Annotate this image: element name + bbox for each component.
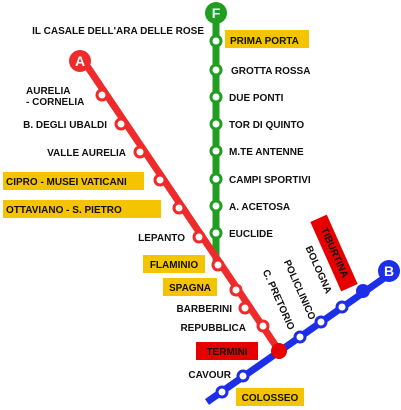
- station-pretorio-marker[interactable]: [293, 330, 307, 344]
- line-a-badge-label: A: [75, 53, 85, 69]
- station-mte-antenne-marker[interactable]: [209, 144, 223, 158]
- station-cavour-label[interactable]: CAVOUR: [188, 370, 231, 381]
- station-spagna-label[interactable]: SPAGNA: [169, 283, 211, 294]
- station-termini-marker[interactable]: [271, 343, 287, 359]
- highlight-ottaviano: [3, 200, 161, 218]
- station-repubblica-marker[interactable]: [256, 319, 270, 333]
- line-f-badge-label: F: [212, 5, 221, 21]
- highlight-cipro: [3, 172, 144, 190]
- station-ottaviano-label[interactable]: OTTAVIANO - S. PIETRO: [6, 205, 122, 216]
- station-tor-di-quinto-marker[interactable]: [209, 117, 223, 131]
- highlight-tiburtina: [310, 214, 358, 292]
- station-valle-aurelia-marker[interactable]: [133, 145, 147, 159]
- station-cipro-label[interactable]: CIPRO - MUSEI VATICANI: [6, 177, 127, 188]
- station-due-ponti-label[interactable]: DUE PONTI: [229, 93, 284, 104]
- station-tor-di-quinto-label[interactable]: TOR DI QUINTO: [229, 120, 304, 131]
- station-euclide-marker[interactable]: [209, 226, 223, 240]
- station-spagna-marker[interactable]: [229, 283, 243, 297]
- highlight-spagna: [163, 278, 217, 296]
- station-barberini-marker[interactable]: [238, 301, 252, 315]
- station-ubaldi-marker[interactable]: [114, 117, 128, 131]
- station-mte-antenne-label[interactable]: M.TE ANTENNE: [229, 147, 304, 158]
- station-aurelia-marker[interactable]: [95, 88, 109, 102]
- highlight-colosseo: [236, 388, 304, 406]
- station-due-ponti-marker[interactable]: [209, 90, 223, 104]
- station-campi-sportivi-label[interactable]: CAMPI SPORTIVI: [229, 175, 311, 186]
- station-acetosa-marker[interactable]: [209, 199, 223, 213]
- line-b-badge[interactable]: B: [378, 260, 400, 282]
- station-valle-aurelia-label[interactable]: VALLE AURELIA: [47, 148, 126, 159]
- station-lepanto-marker[interactable]: [192, 230, 206, 244]
- line-f-badge[interactable]: F: [205, 2, 227, 24]
- station-prima-porta-label[interactable]: PRIMA PORTA: [230, 36, 299, 47]
- station-prima-porta-marker[interactable]: [209, 34, 223, 48]
- highlight-termini: [196, 342, 258, 360]
- station-tiburtina-marker[interactable]: [356, 284, 370, 298]
- station-acetosa-label[interactable]: A. ACETOSA: [229, 202, 290, 213]
- station-barberini-label[interactable]: BARBERINI: [176, 304, 232, 315]
- station-cavour-marker[interactable]: [236, 369, 250, 383]
- station-grotta-rossa-label[interactable]: GROTTA ROSSA: [231, 66, 310, 77]
- line-a-badge[interactable]: A: [69, 50, 91, 72]
- station-colosseo-label[interactable]: COLOSSEO: [242, 393, 299, 404]
- station-ottaviano-marker[interactable]: [172, 201, 186, 215]
- highlight-flaminio: [143, 255, 205, 273]
- line-a-stations: [95, 88, 270, 333]
- station-repubblica-label[interactable]: REPUBBLICA: [180, 323, 246, 334]
- highlight-prima-porta: [225, 30, 309, 48]
- station-grotta-rossa-marker[interactable]: [209, 63, 223, 77]
- station-aurelia-label-line2[interactable]: - CORNELIA: [26, 97, 84, 108]
- station-euclide-label[interactable]: EUCLIDE: [229, 229, 273, 240]
- line-f-stations: [209, 34, 223, 240]
- station-campi-sportivi-marker[interactable]: [209, 172, 223, 186]
- station-colosseo-marker[interactable]: [215, 385, 229, 399]
- station-flaminio-marker[interactable]: [211, 258, 225, 272]
- station-ubaldi-label[interactable]: B. DEGLI UBALDI: [23, 120, 107, 131]
- station-termini-label[interactable]: TERMINI: [206, 347, 247, 358]
- station-bologna-marker[interactable]: [335, 300, 349, 314]
- line-b-stations: [215, 300, 349, 399]
- line-b-badge-label: B: [384, 263, 394, 279]
- station-aurelia-label-line1[interactable]: AURELIA: [26, 86, 70, 97]
- station-policlinico-marker[interactable]: [314, 315, 328, 329]
- station-lepanto-label[interactable]: LEPANTO: [138, 233, 185, 244]
- station-cipro-marker[interactable]: [153, 173, 167, 187]
- station-casale-label[interactable]: IL CASALE DELL'ARA DELLE ROSE: [32, 26, 204, 37]
- station-flaminio-label[interactable]: FLAMINIO: [150, 260, 199, 271]
